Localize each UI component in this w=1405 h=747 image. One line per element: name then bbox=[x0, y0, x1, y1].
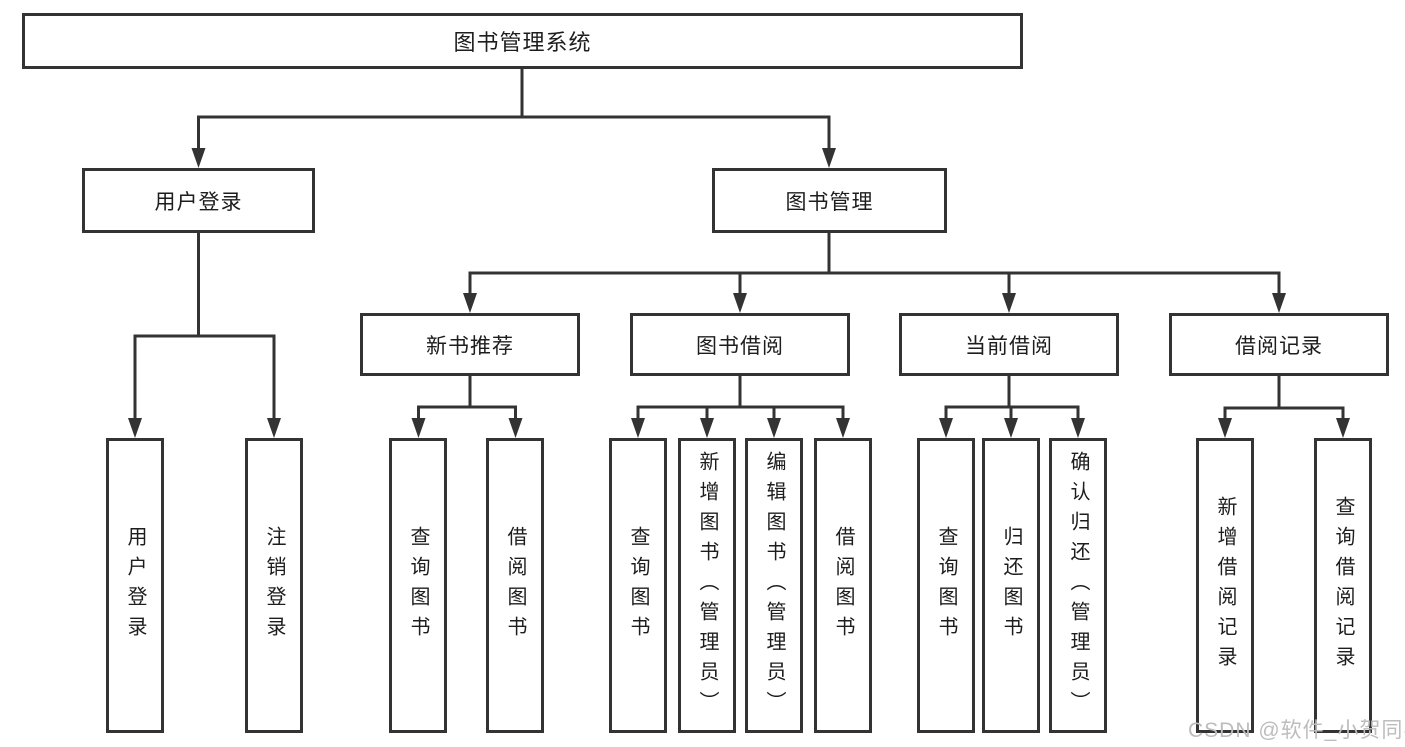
leaf-label: 借阅图书 bbox=[504, 525, 526, 646]
connector-current-to-leaves bbox=[939, 376, 1085, 438]
leaf-query-books-2: 查询图书 bbox=[609, 438, 667, 733]
node-user-login: 用户登录 bbox=[82, 168, 315, 233]
connector-root-to-level2 bbox=[191, 69, 836, 168]
connector-bookmgmt-to-level3 bbox=[463, 233, 1286, 313]
node-book-borrow: 图书借阅 bbox=[630, 313, 850, 376]
leaf-label: 查询图书 bbox=[627, 525, 649, 646]
leaf-label: 新增借阅记录 bbox=[1214, 495, 1236, 676]
leaf-add-books-admin: 新增图书（管理员） bbox=[678, 438, 736, 733]
leaf-logout: 注销登录 bbox=[245, 438, 303, 733]
leaf-user-login: 用户登录 bbox=[106, 438, 164, 733]
node-borrow-records: 借阅记录 bbox=[1169, 313, 1389, 376]
leaf-label: 查询图书 bbox=[935, 525, 957, 646]
leaf-label: 注销登录 bbox=[263, 525, 285, 646]
leaf-borrow-books-2: 借阅图书 bbox=[814, 438, 872, 733]
node-current-borrow: 当前借阅 bbox=[899, 313, 1119, 376]
leaf-label: 查询借阅记录 bbox=[1332, 495, 1354, 676]
leaf-label: 用户登录 bbox=[124, 525, 146, 646]
leaf-confirm-return-admin: 确认归还（管理员） bbox=[1049, 438, 1107, 733]
leaf-query-borrow-record: 查询借阅记录 bbox=[1314, 438, 1372, 733]
leaf-edit-books-admin: 编辑图书（管理员） bbox=[745, 438, 803, 733]
connector-borrow-to-leaves bbox=[631, 376, 850, 438]
connector-records-to-leaves bbox=[1218, 376, 1350, 438]
leaf-label: 查询图书 bbox=[407, 525, 429, 646]
leaf-add-borrow-record: 新增借阅记录 bbox=[1196, 438, 1254, 733]
connector-newbooks-to-leaves bbox=[411, 376, 523, 438]
leaf-label: 确认归还（管理员） bbox=[1067, 450, 1089, 721]
node-new-book-recommend: 新书推荐 bbox=[360, 313, 580, 376]
leaf-query-books-3: 查询图书 bbox=[917, 438, 975, 733]
leaf-borrow-books-1: 借阅图书 bbox=[486, 438, 544, 733]
leaf-label: 新增图书（管理员） bbox=[696, 450, 718, 721]
connector-userlogin-to-leaves bbox=[128, 233, 281, 438]
leaf-query-books-1: 查询图书 bbox=[389, 438, 447, 733]
node-book-management: 图书管理 bbox=[712, 168, 947, 233]
node-library-management-system: 图书管理系统 bbox=[22, 13, 1023, 69]
leaf-label: 归还图书 bbox=[1000, 525, 1022, 646]
leaf-return-books: 归还图书 bbox=[982, 438, 1040, 733]
leaf-label: 借阅图书 bbox=[832, 525, 854, 646]
leaf-label: 编辑图书（管理员） bbox=[763, 450, 785, 721]
